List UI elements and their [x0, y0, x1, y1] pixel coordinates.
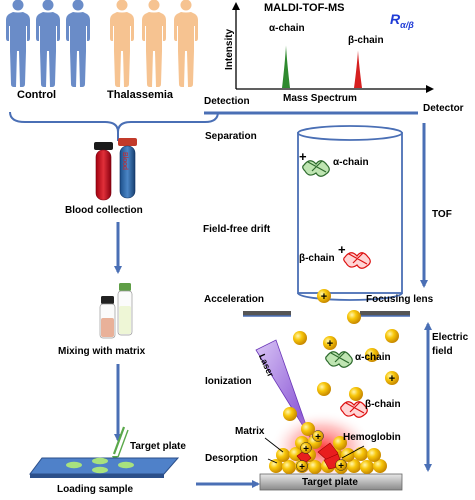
spectrum-beta-label: β-chain: [348, 35, 384, 46]
spectrum-peak-beta: [354, 50, 362, 88]
control-group-figures: [6, 0, 90, 87]
alpha-chain-drift-label: α-chain: [333, 157, 369, 168]
matrix-vials-icon: [99, 283, 133, 339]
thalassemia-group-figures: [110, 0, 198, 87]
hemoglobin-label: Hemoglobin: [343, 432, 401, 443]
focusing-lens-label: Focusing lens: [366, 294, 434, 305]
acceleration-plates: [243, 311, 410, 317]
svg-text:+: +: [338, 242, 346, 257]
svg-text:+: +: [321, 291, 327, 303]
thalassemia-label: Thalassemia: [107, 89, 174, 101]
electric-label: Electric: [432, 332, 469, 343]
control-label: Control: [17, 89, 57, 101]
mixing-label: Mixing with matrix: [58, 346, 146, 357]
acceleration-label: Acceleration: [204, 294, 265, 305]
spectrum-peaks: [282, 45, 362, 88]
spectrum-title: MALDI-TOF-MS: [264, 2, 345, 14]
detector-label: Detector: [423, 103, 464, 114]
spectrum-ylabel: Intensity: [224, 28, 235, 70]
tof-label: TOF: [432, 209, 452, 220]
alpha-chain-molecule-drift: +: [299, 149, 330, 177]
ratio-label: Rα/β: [390, 11, 414, 30]
detection-label: Detection: [204, 96, 250, 107]
group-bracket: [9, 111, 219, 133]
blood-tubes-icon: [94, 138, 137, 201]
target-plate: [259, 473, 403, 491]
svg-text:+: +: [315, 432, 321, 443]
laser-beam: [255, 339, 312, 440]
spectrum-peak-alpha: [282, 45, 290, 88]
spectrum-xlabel: Mass Spectrum: [283, 93, 357, 104]
flight-tube: [297, 125, 403, 301]
target-plate-step-label: Target plate: [130, 441, 186, 452]
blood-collection-label: Blood collection: [65, 205, 143, 216]
charge-markers-plate: + + + +: [296, 430, 347, 473]
target-plate-label: Target plate: [302, 477, 358, 488]
matrix-label: Matrix: [235, 426, 265, 437]
alpha-chain-molecule-ionized: [325, 351, 353, 368]
tube2-text: Blood: [121, 152, 128, 170]
loading-plate-icon: [29, 457, 180, 478]
ratio-subscript: α/β: [400, 19, 414, 30]
desorption-leader: [267, 458, 278, 464]
separation-label: Separation: [205, 131, 257, 142]
spectrum-axes: [232, 2, 434, 93]
beta-chain-ionized-label: β-chain: [365, 399, 401, 410]
field-free-drift-label: Field-free drift: [203, 224, 271, 235]
alpha-chain-ionized-label: α-chain: [355, 352, 391, 363]
loading-sample-label: Loading sample: [57, 484, 134, 495]
field-label: field: [432, 346, 453, 357]
ionization-label: Ionization: [205, 376, 252, 387]
svg-text:+: +: [303, 444, 309, 455]
svg-text:+: +: [299, 149, 307, 164]
tube1-text: Blood: [87, 163, 94, 181]
charge-markers-flying: + + +: [321, 291, 395, 385]
beta-chain-molecule-drift: +: [338, 242, 371, 269]
svg-text:+: +: [338, 461, 344, 472]
beta-chain-drift-label: β-chain: [299, 253, 335, 264]
hemoglobin-leader: [341, 445, 365, 459]
svg-text:+: +: [389, 373, 395, 385]
beta-chain-molecule-ionized: [340, 401, 368, 418]
svg-text:+: +: [299, 462, 305, 473]
spectrum-alpha-label: α-chain: [269, 23, 305, 34]
svg-text:+: +: [327, 338, 333, 350]
matrix-leader: [264, 437, 284, 453]
desorption-label: Desorption: [205, 453, 258, 464]
